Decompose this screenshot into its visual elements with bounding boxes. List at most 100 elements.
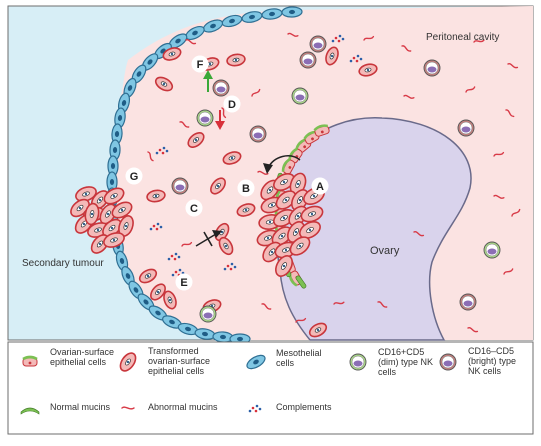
transformed-cell	[103, 187, 125, 205]
ovarian-surface-cell	[313, 124, 330, 137]
nk-cell-bright	[423, 59, 441, 77]
arrow-down-icon	[215, 110, 225, 130]
mesothelial-cell	[194, 328, 216, 340]
transformed-cell	[150, 283, 166, 301]
transformed-cell	[210, 177, 226, 195]
abnormal-mucin	[493, 194, 505, 199]
peritoneal-cavity-label: Peritoneal cavity	[426, 32, 499, 43]
transformed-cell	[163, 290, 177, 310]
nk-cell-bright	[171, 177, 189, 195]
legend-item: Complements	[248, 402, 332, 413]
mesothelial-cell	[261, 8, 283, 20]
nk-cell-dim	[483, 241, 501, 259]
abnormal-mucin	[413, 231, 425, 237]
abnormal-mucin	[257, 170, 269, 175]
ovarian-surface-cell	[281, 158, 296, 175]
arrow-up-icon	[203, 70, 213, 92]
complements	[349, 54, 363, 63]
mesothelial-cell	[115, 250, 129, 272]
letter-text: C	[190, 203, 198, 215]
abnormal-mucin	[473, 39, 485, 43]
transformed-cell	[226, 53, 246, 67]
complements	[155, 146, 169, 155]
transformed-cell	[273, 173, 295, 191]
abnormal-mucin	[179, 121, 190, 128]
nk-cell-dim	[349, 353, 367, 371]
abnormal-mucin	[465, 86, 476, 93]
abnormal-mucin	[401, 45, 412, 52]
nk-cell-bright	[459, 293, 477, 311]
abnormal-mucin	[251, 88, 261, 97]
transformed-cell	[308, 322, 328, 338]
mesothelial-cell	[246, 354, 266, 370]
transformed-cell	[289, 236, 311, 256]
nk-cell-bright	[457, 119, 475, 137]
mesothelial-cell	[121, 266, 135, 286]
nk-cell-bright	[309, 35, 327, 53]
nk-cell-bright	[299, 51, 317, 69]
mesothelial-cell	[111, 123, 123, 145]
abnormal-mucin	[333, 301, 345, 305]
transformed-cell	[358, 63, 378, 77]
ovarian-surface-cell	[22, 355, 38, 367]
abnormal-mucin	[363, 35, 375, 41]
blocked-arrow-icon	[195, 230, 222, 247]
abnormal-mucin	[147, 151, 154, 162]
transformed-cell	[214, 222, 230, 242]
transformed-cell	[299, 221, 321, 239]
transformed-cell	[236, 203, 256, 217]
transformed-cell	[222, 151, 242, 165]
abnormal-mucin	[507, 63, 519, 69]
legend-transformed-cell	[119, 352, 137, 372]
nk-cell-dim	[291, 87, 309, 105]
letter-text: F	[197, 59, 204, 71]
legend-label: Normal mucins	[50, 402, 111, 412]
nk-cell-bright	[439, 353, 457, 371]
transformed-cell	[103, 232, 125, 248]
normal-mucin	[295, 275, 307, 289]
transformed-cell	[187, 132, 205, 148]
nk-cell-bright	[212, 79, 230, 97]
abnormal-mucin	[493, 151, 505, 157]
mesothelial-cell	[241, 11, 263, 23]
letter-label-e: E	[175, 273, 193, 291]
complements	[331, 34, 345, 43]
letter-label-f: F	[191, 55, 209, 73]
complements	[167, 252, 181, 261]
letter-label-g: G	[125, 167, 143, 185]
legend-item: Normal mucins	[20, 402, 111, 415]
abnormal-mucin	[403, 94, 415, 99]
secondary-tumour-label: Secondary tumour	[22, 258, 104, 269]
transformed-cell	[154, 76, 174, 92]
transformed-cell	[275, 190, 297, 210]
transformed-cell	[138, 268, 158, 284]
letter-label-b: B	[237, 179, 255, 197]
letter-text: B	[242, 183, 250, 195]
transformed-cell	[75, 186, 97, 202]
abnormal-mucin	[511, 208, 521, 217]
transformed-cell	[325, 46, 339, 66]
abnormal-mucin	[503, 268, 514, 275]
transformed-cell	[262, 241, 282, 263]
abnormal-mucin	[121, 406, 135, 410]
legend-normal-mucin-icon	[20, 407, 40, 415]
nk-cell-bright	[249, 125, 267, 143]
letter-text: D	[228, 99, 236, 111]
abnormal-mucin	[287, 32, 299, 37]
mesothelial-cell	[137, 293, 155, 311]
abnormal-mucin	[261, 303, 272, 310]
abnormal-mucin	[295, 317, 307, 323]
